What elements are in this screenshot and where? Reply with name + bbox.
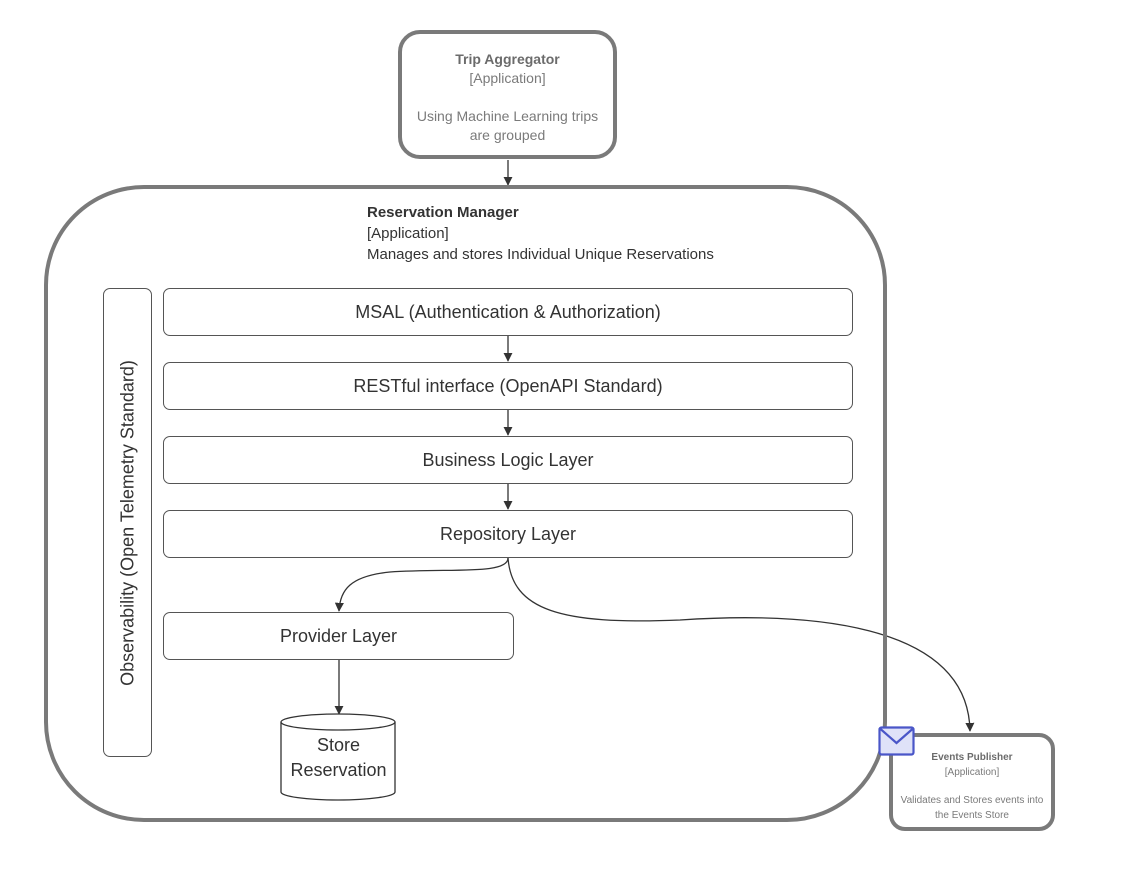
reservation-manager-heading: Reservation Manager [Application] Manage… <box>367 202 827 265</box>
trip-aggregator-type: [Application] <box>469 70 546 86</box>
provider-layer[interactable]: Provider Layer <box>163 612 514 660</box>
reservation-manager-container[interactable] <box>44 185 887 822</box>
events-publisher-box[interactable]: Events Publisher [Application] Validates… <box>889 733 1055 831</box>
reservation-manager-description: Manages and stores Individual Unique Res… <box>367 246 714 263</box>
repository-layer-label: Repository Layer <box>439 523 577 544</box>
connector-repo-to-provider <box>334 557 509 612</box>
trip-aggregator-description: Using Machine Learning trips are grouped <box>416 108 599 143</box>
restful-interface-layer[interactable]: RESTful interface (OpenAPI Standard) <box>163 362 853 410</box>
store-reservation-label: Store Reservation <box>281 733 396 783</box>
events-publisher-description: Validates and Stores events into the Eve… <box>900 795 1044 821</box>
envelope-icon <box>878 726 915 756</box>
trip-aggregator-box[interactable]: Trip Aggregator [Application] Using Mach… <box>398 30 617 159</box>
provider-layer-label: Provider Layer <box>279 625 398 646</box>
observability-bar[interactable]: Observability (Open Telemetry Standard) <box>103 288 152 757</box>
restful-interface-label: RESTful interface (OpenAPI Standard) <box>353 375 663 396</box>
msal-layer[interactable]: MSAL (Authentication & Authorization) <box>163 288 853 336</box>
connector-repo-to-events <box>507 557 975 732</box>
trip-aggregator-title: Trip Aggregator <box>455 51 560 67</box>
events-publisher-title: Events Publisher <box>931 752 1013 763</box>
repository-layer[interactable]: Repository Layer <box>163 510 853 558</box>
reservation-manager-title: Reservation Manager <box>367 204 519 221</box>
msal-layer-label: MSAL (Authentication & Authorization) <box>355 301 661 322</box>
business-logic-layer[interactable]: Business Logic Layer <box>163 436 853 484</box>
reservation-manager-type: [Application] <box>367 225 449 242</box>
observability-label: Observability (Open Telemetry Standard) <box>117 359 137 686</box>
business-logic-label: Business Logic Layer <box>422 449 594 470</box>
events-publisher-type: [Application] <box>944 767 1000 778</box>
store-label-line2: Reservation <box>290 760 387 780</box>
store-label-line1: Store <box>316 735 361 755</box>
